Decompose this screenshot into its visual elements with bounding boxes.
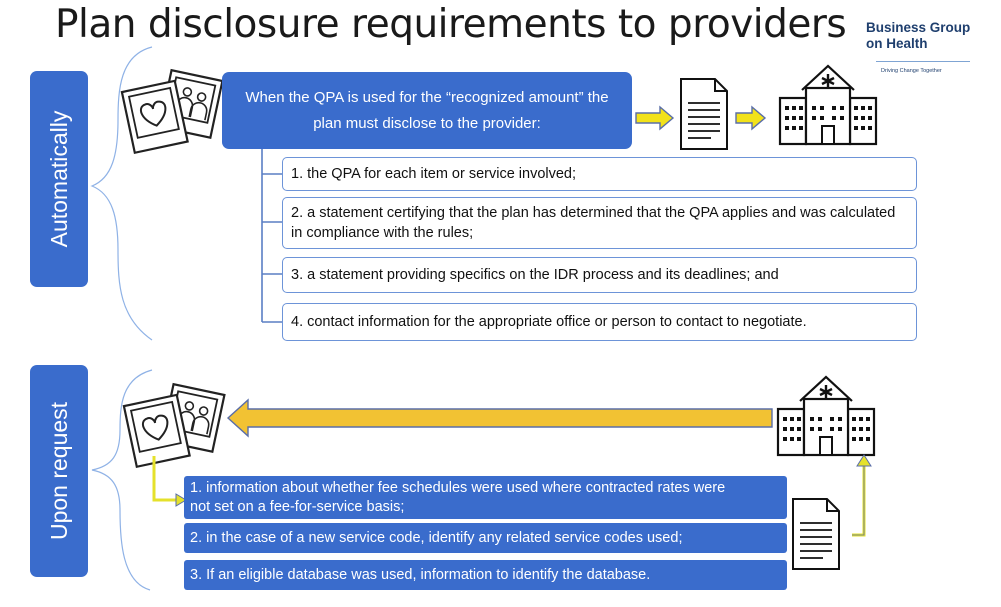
- qpa-disclosure-box: When the QPA is used for the “recognized…: [222, 72, 632, 149]
- auto-item-3: 3. a statement providing specifics on th…: [282, 257, 917, 293]
- page-title: Plan disclosure requirements to provider…: [55, 2, 847, 47]
- photos-icon: [122, 383, 226, 468]
- logo-line-2: on Health: [866, 36, 928, 51]
- logo-line-1: Business Group: [866, 20, 971, 35]
- automatically-tab: [30, 71, 88, 287]
- request-item-2: 2. in the case of a new service code, id…: [184, 523, 787, 553]
- auto-item-1: 1. the QPA for each item or service invo…: [282, 157, 917, 191]
- document-icon: [680, 78, 728, 150]
- logo-tagline: Driving Change Together: [881, 68, 942, 74]
- qpa-disclosure-text: When the QPA is used for the “recognized…: [245, 88, 609, 132]
- auto-item-4: 4. contact information for the appropria…: [282, 303, 917, 341]
- request-item-3: 3. If an eligible database was used, inf…: [184, 560, 787, 590]
- arrow-right-icon: [635, 105, 767, 131]
- upon-request-tab: [30, 365, 88, 577]
- document-icon: [792, 498, 840, 570]
- arrow-up-icon: [852, 454, 872, 537]
- auto-item-2: 2. a statement certifying that the plan …: [282, 197, 917, 249]
- hospital-icon: [776, 375, 876, 457]
- logo-divider: [876, 61, 970, 62]
- arrow-left-icon: [226, 398, 773, 438]
- request-item-1: 1. information about whether fee schedul…: [184, 476, 787, 519]
- photos-icon: [120, 69, 224, 154]
- hospital-icon: [778, 64, 878, 146]
